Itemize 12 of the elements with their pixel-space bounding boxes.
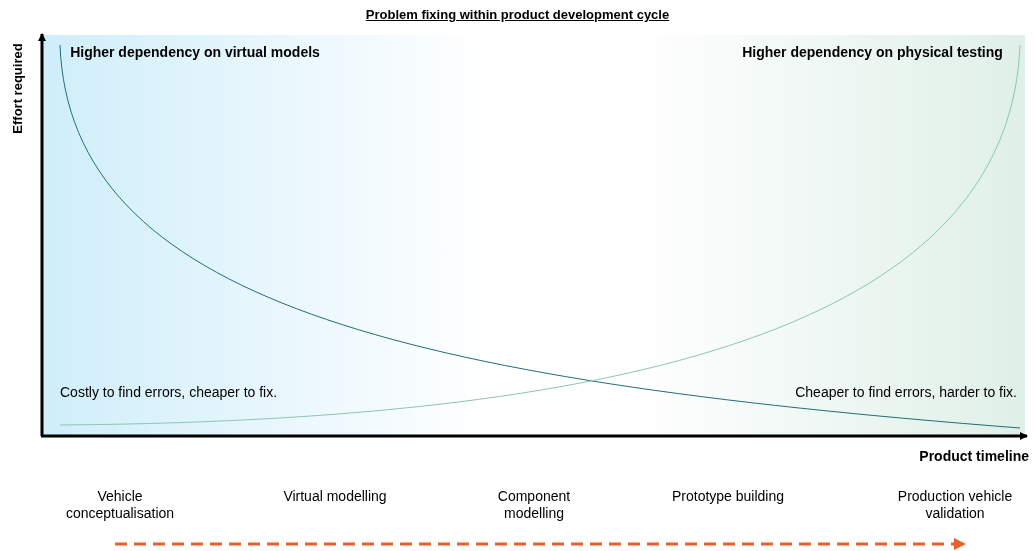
region-note: Costly to find errors, cheaper to fix.: [60, 384, 278, 401]
axis-title: Effort required: [8, 42, 26, 136]
axis-title: Product timeline: [919, 448, 1029, 465]
stage-label: Virtual modelling: [282, 488, 388, 505]
stage-label: Vehicle conceptualisation: [64, 488, 176, 522]
chart-title: Problem fixing within product development cycle: [364, 6, 671, 23]
stage-label: Component modelling: [496, 488, 572, 522]
stage-label: Prototype building: [670, 488, 786, 505]
stage-label: Production vehicle validation: [896, 488, 1014, 522]
region-heading: Higher dependency on physical testing: [741, 44, 1004, 61]
region-heading: Higher dependency on virtual models: [70, 44, 320, 61]
region-note: Cheaper to find errors, harder to fix.: [795, 384, 1017, 401]
